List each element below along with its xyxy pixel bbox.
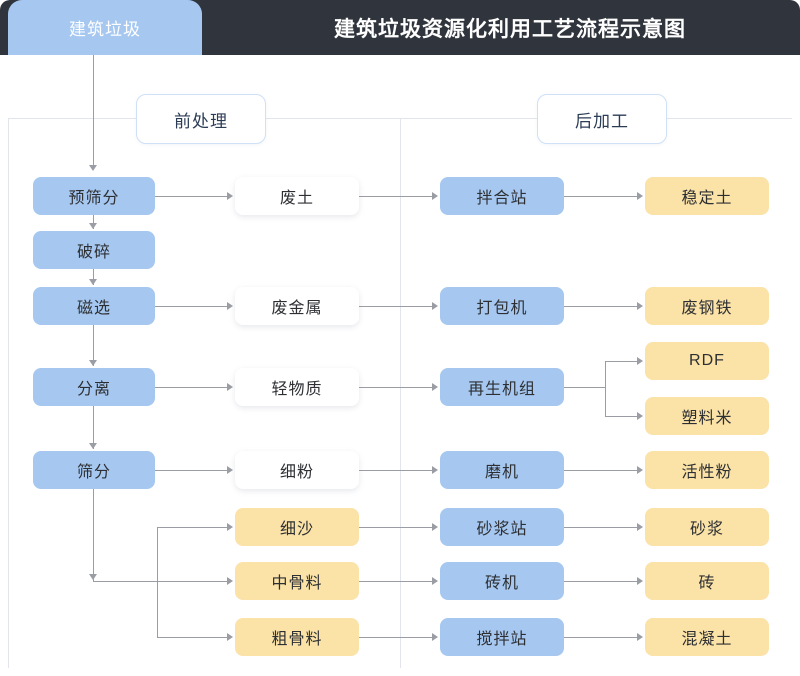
arrowhead-riser-to-fine-sand bbox=[227, 523, 233, 531]
connector-baler-to-scrap-steel bbox=[564, 306, 639, 307]
node-magnetic-separation[interactable]: 磁选 bbox=[33, 287, 155, 325]
node-baler[interactable]: 打包机 bbox=[440, 287, 564, 325]
connector-coarse-aggregate-to-concrete-station bbox=[359, 637, 434, 638]
connector-mixing-station-to-stabilized-soil bbox=[564, 196, 639, 197]
connector-fine-powder-to-mill bbox=[359, 470, 434, 471]
arrowhead-fine-powder-to-mill bbox=[432, 466, 438, 474]
arrowhead-coarse-aggregate-to-concrete-station bbox=[432, 633, 438, 641]
connector-fork-to-plastic-pellets bbox=[605, 416, 639, 417]
arrowhead-light-material-to-recycling-unit bbox=[432, 383, 438, 391]
node-mortar-station[interactable]: 砂浆站 bbox=[440, 508, 564, 546]
connector-mill-to-active-powder bbox=[564, 470, 639, 471]
node-waste-soil[interactable]: 废土 bbox=[235, 177, 359, 215]
connector-medium-aggregate-to-brick-machine bbox=[359, 581, 434, 582]
connector-crush-to-magnetic bbox=[93, 269, 94, 285]
node-mortar[interactable]: 砂浆 bbox=[645, 508, 769, 546]
connector-screen-to-fine-powder bbox=[155, 470, 229, 471]
node-plastic-pellets[interactable]: 塑料米 bbox=[645, 397, 769, 435]
node-coarse-aggregate[interactable]: 粗骨料 bbox=[235, 618, 359, 656]
arrowhead-input-to-prescreen bbox=[89, 165, 97, 171]
connector-mortar-station-to-mortar bbox=[564, 527, 639, 528]
connector-aggregate-riser bbox=[157, 527, 158, 637]
connector-brick-machine-to-brick bbox=[564, 581, 639, 582]
node-concrete-mixing-station[interactable]: 搅拌站 bbox=[440, 618, 564, 656]
connector-recycling-unit-fork bbox=[605, 361, 606, 416]
header-tab-input-material[interactable]: 建筑垃圾 bbox=[8, 0, 202, 55]
arrowhead-baler-to-scrap-steel bbox=[637, 302, 643, 310]
connector-input-to-prescreen bbox=[93, 55, 94, 167]
stage-label-pre-processing: 前处理 bbox=[136, 94, 266, 144]
arrowhead-medium-aggregate-to-brick-machine bbox=[432, 577, 438, 585]
connector-light-material-to-recycling-unit bbox=[359, 387, 434, 388]
connector-fine-sand-to-mortar-station bbox=[359, 527, 434, 528]
connector-waste-metal-to-baler bbox=[359, 306, 434, 307]
arrowhead-separate-to-screen bbox=[89, 443, 97, 449]
node-fine-sand[interactable]: 细沙 bbox=[235, 508, 359, 546]
connector-prescreen-to-waste-soil bbox=[155, 196, 229, 197]
connector-screen-down-bus bbox=[93, 489, 94, 581]
page-title: 建筑垃圾资源化利用工艺流程示意图 bbox=[334, 17, 686, 41]
arrowhead-magnetic-to-waste-metal bbox=[227, 302, 233, 310]
stage-label-post-processing: 后加工 bbox=[537, 94, 667, 144]
connector-magnetic-to-waste-metal bbox=[155, 306, 229, 307]
node-crush[interactable]: 破碎 bbox=[33, 231, 155, 269]
connector-concrete-station-to-concrete bbox=[564, 637, 639, 638]
arrowhead-waste-soil-to-mixing-station bbox=[432, 192, 438, 200]
arrowhead-screen-down-bus bbox=[89, 574, 97, 580]
arrowhead-mill-to-active-powder bbox=[637, 466, 643, 474]
connector-magnetic-to-separate bbox=[93, 325, 94, 366]
node-separation[interactable]: 分离 bbox=[33, 368, 155, 406]
arrowhead-magnetic-to-separate bbox=[89, 360, 97, 366]
arrowhead-brick-machine-to-brick bbox=[637, 577, 643, 585]
connector-riser-to-fine-sand bbox=[157, 527, 229, 528]
node-fine-powder[interactable]: 细粉 bbox=[235, 451, 359, 489]
node-prescreen[interactable]: 预筛分 bbox=[33, 177, 155, 215]
node-mixing-station[interactable]: 拌合站 bbox=[440, 177, 564, 215]
connector-riser-to-coarse-aggregate bbox=[157, 637, 229, 638]
arrowhead-riser-to-coarse-aggregate bbox=[227, 633, 233, 641]
connector-recycling-unit-stem bbox=[564, 387, 606, 388]
node-medium-aggregate[interactable]: 中骨料 bbox=[235, 562, 359, 600]
arrowhead-mixing-station-to-stabilized-soil bbox=[637, 192, 643, 200]
connector-waste-soil-to-mixing-station bbox=[359, 196, 434, 197]
connector-separate-to-light-material bbox=[155, 387, 229, 388]
node-active-powder[interactable]: 活性粉 bbox=[645, 451, 769, 489]
arrowhead-prescreen-to-crush bbox=[89, 223, 97, 229]
arrowhead-waste-metal-to-baler bbox=[432, 302, 438, 310]
arrowhead-mortar-station-to-mortar bbox=[637, 523, 643, 531]
node-screening[interactable]: 筛分 bbox=[33, 451, 155, 489]
node-scrap-steel[interactable]: 废钢铁 bbox=[645, 287, 769, 325]
node-waste-metal[interactable]: 废金属 bbox=[235, 287, 359, 325]
node-stabilized-soil[interactable]: 稳定土 bbox=[645, 177, 769, 215]
arrowhead-bus-to-medium-aggregate bbox=[227, 577, 233, 585]
node-light-material[interactable]: 轻物质 bbox=[235, 368, 359, 406]
node-recycling-unit[interactable]: 再生机组 bbox=[440, 368, 564, 406]
arrowhead-fine-sand-to-mortar-station bbox=[432, 523, 438, 531]
node-brick-machine[interactable]: 砖机 bbox=[440, 562, 564, 600]
node-rdf[interactable]: RDF bbox=[645, 342, 769, 380]
arrowhead-fork-to-rdf bbox=[637, 357, 643, 365]
section-divider bbox=[400, 118, 401, 668]
arrowhead-crush-to-magnetic bbox=[89, 279, 97, 285]
node-mill[interactable]: 磨机 bbox=[440, 451, 564, 489]
arrowhead-separate-to-light-material bbox=[227, 383, 233, 391]
arrowhead-fork-to-plastic-pellets bbox=[637, 412, 643, 420]
connector-fork-to-rdf bbox=[605, 361, 639, 362]
arrowhead-concrete-station-to-concrete bbox=[637, 633, 643, 641]
connector-bus-to-medium-aggregate bbox=[93, 581, 229, 582]
arrowhead-screen-to-fine-powder bbox=[227, 466, 233, 474]
arrowhead-prescreen-to-waste-soil bbox=[227, 192, 233, 200]
node-brick[interactable]: 砖 bbox=[645, 562, 769, 600]
connector-separate-to-screen bbox=[93, 406, 94, 449]
connector-prescreen-to-crush bbox=[93, 215, 94, 229]
node-concrete[interactable]: 混凝土 bbox=[645, 618, 769, 656]
